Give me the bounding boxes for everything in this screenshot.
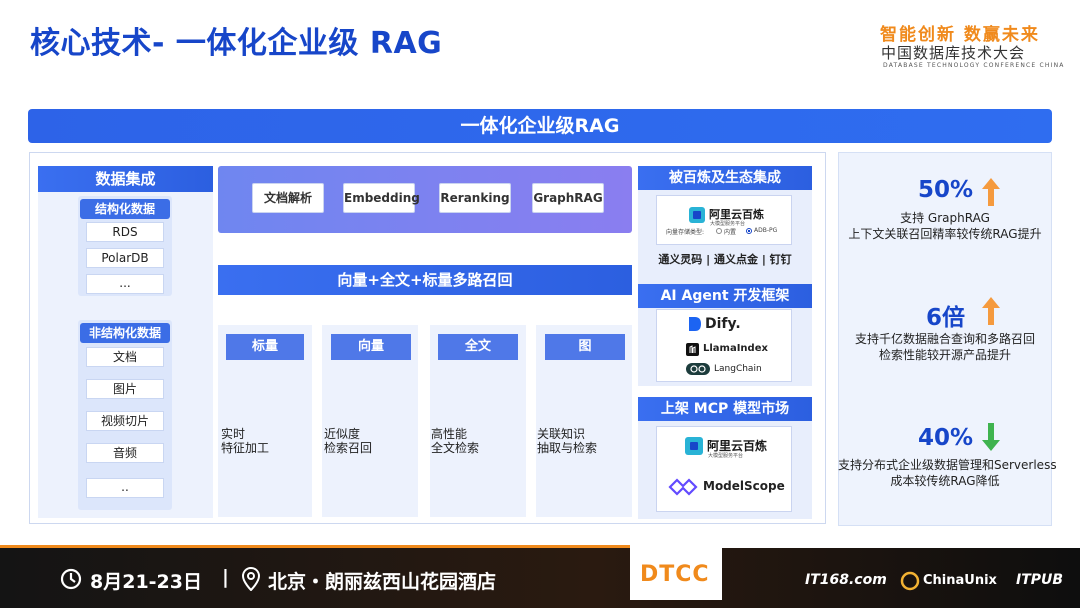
capability-reranking: Reranking	[439, 183, 511, 213]
recall-tag-scalar: 标量	[226, 334, 304, 360]
agent-framework-card	[656, 309, 792, 382]
conference-name-en: DATABASE TECHNOLOGY CONFERENCE CHINA	[883, 62, 1065, 69]
bailian-logo-icon	[689, 207, 705, 223]
modelscope-name: ModelScope	[703, 479, 785, 493]
stat-cost-line2: 成本较传统RAG降低	[890, 474, 1000, 488]
dify-name: Dify.	[705, 316, 741, 332]
bailian-subtitle: 大模型服务平台	[710, 221, 746, 227]
storage-option-adbpg-radio[interactable]	[746, 228, 752, 234]
footer-separator: |	[222, 566, 229, 588]
capability-doc-parsing: 文档解析	[252, 183, 324, 213]
stat-graphrag-line1: 支持 GraphRAG	[900, 211, 990, 225]
storage-option-builtin-radio[interactable]	[716, 228, 722, 234]
stat-cost-value: 40%	[918, 425, 974, 451]
recall-tag-fulltext: 全文	[438, 334, 518, 360]
sponsor-chinaunix: ChinaUnix	[923, 573, 997, 588]
llamaindex-logo-icon	[686, 343, 699, 356]
recall-text-fulltext-2: 全文检索	[431, 441, 480, 455]
mcp-bailian-subtitle: 大模型服务平台	[708, 453, 744, 459]
page-title: 核心技术- 一体化企业级 RAG	[30, 26, 443, 61]
storage-option-builtin-label: 内置	[724, 229, 737, 236]
storage-type-label: 向量存储类型:	[666, 229, 705, 236]
llamaindex-name: LlamaIndex	[703, 343, 768, 354]
chinaunix-logo-icon	[900, 571, 920, 591]
recall-text-scalar-2: 特征加工	[221, 441, 270, 455]
dtcc-logo-box	[630, 548, 722, 600]
mcp-bailian-name: 阿里云百炼	[707, 439, 768, 453]
stat-cost-line1: 支持分布式企业级数据管理和Serverless	[838, 458, 1057, 472]
stat-performance-value: 6倍	[926, 305, 966, 331]
modelscope-logo-icon	[668, 478, 698, 496]
recall-text-fulltext-1: 高性能	[431, 427, 468, 441]
bailian-name: 阿里云百炼	[709, 208, 764, 221]
data-item-more: ...	[86, 274, 164, 294]
recall-text-vector-1: 近似度	[324, 427, 361, 441]
data-item-rds: RDS	[86, 222, 164, 242]
structured-data-title: 结构化数据	[80, 199, 170, 219]
data-integration-header: 数据集成	[38, 166, 213, 192]
recall-text-vector-2: 检索召回	[324, 441, 373, 455]
arrow-up-icon	[982, 178, 1000, 206]
data-item-polardb: PolarDB	[86, 248, 164, 268]
data-item-audio: 音频	[86, 443, 164, 463]
capability-graphrag: GraphRAG	[532, 183, 604, 213]
unstructured-data-title: 非结构化数据	[80, 323, 170, 343]
conference-name: 中国数据库技术大会	[881, 44, 1026, 62]
sponsor-it168: IT168.com	[805, 572, 887, 588]
footer-accent-stripe	[0, 545, 630, 549]
event-date: 8月21-23日	[90, 571, 202, 593]
mcp-market-card	[656, 426, 792, 512]
clock-icon	[60, 568, 82, 590]
langchain-name: LangChain	[714, 364, 762, 374]
agent-framework-header: AI Agent 开发框架	[638, 284, 812, 308]
recall-tag-graph: 图	[545, 334, 625, 360]
recall-tag-vector: 向量	[331, 334, 411, 360]
dtcc-logo: DTCC	[640, 562, 710, 587]
data-item-more: ..	[86, 478, 164, 498]
event-venue: 北京・朗丽兹西山花园酒店	[268, 571, 497, 593]
capability-embedding: Embedding	[343, 183, 420, 213]
integrated-apps: 通义灵码 | 通义点金 | 钉钉	[658, 253, 792, 266]
stat-graphrag-value: 50%	[918, 177, 974, 203]
stat-performance-line1: 支持千亿数据融合查询和多路召回	[854, 332, 1035, 346]
location-pin-icon	[242, 567, 260, 591]
storage-option-adbpg-label: ADB-PG	[754, 227, 778, 234]
stat-performance-line2: 检索性能较开源产品提升	[878, 348, 1011, 362]
dify-logo-icon	[689, 317, 701, 331]
arrow-up-icon	[982, 297, 1000, 325]
multi-recall-header: 向量+全文+标量多路召回	[218, 265, 632, 295]
sponsor-itpub: ITPUB	[1016, 572, 1064, 588]
data-item-video-clips: 视频切片	[86, 411, 164, 431]
ecosystem-header: 被百炼及生态集成	[638, 166, 812, 190]
conference-slogan: 智能创新 数赢未来	[880, 25, 1040, 45]
rag-banner: 一体化企业级RAG	[28, 109, 1052, 143]
bailian-logo-icon	[685, 437, 703, 455]
arrow-down-icon	[982, 423, 1000, 451]
data-item-documents: 文档	[86, 347, 164, 367]
recall-text-graph-2: 抽取与检索	[537, 441, 598, 455]
langchain-logo-icon	[686, 363, 710, 375]
recall-text-graph-1: 关联知识	[537, 427, 586, 441]
stats-frame	[838, 152, 1052, 526]
footer-bar	[0, 548, 1080, 608]
recall-text-scalar-1: 实时	[221, 427, 246, 441]
mcp-market-header: 上架 MCP 模型市场	[638, 397, 812, 421]
bailian-card	[656, 195, 792, 245]
data-item-images: 图片	[86, 379, 164, 399]
stat-graphrag-line2: 上下文关联召回精率较传统RAG提升	[848, 227, 1042, 241]
